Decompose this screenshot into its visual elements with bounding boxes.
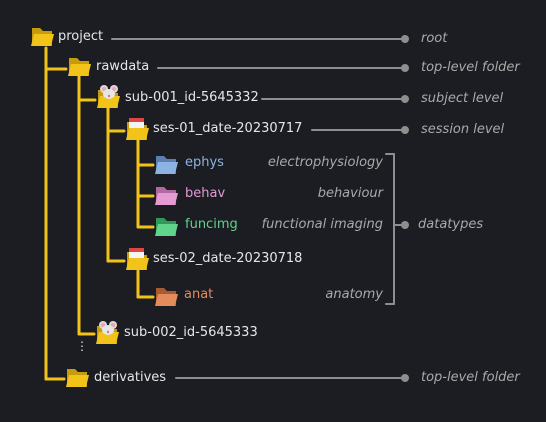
annotation-behav: behaviour bbox=[317, 186, 383, 201]
leader-dot-session-level bbox=[401, 126, 409, 134]
node-funcimg: funcimg bbox=[185, 217, 238, 232]
annotation-subject-level: subject level bbox=[421, 91, 504, 106]
node-ses-02: ses-02_date-20230718 bbox=[153, 251, 303, 266]
annotation-session-level: session level bbox=[421, 122, 505, 137]
annotation-anat: anatomy bbox=[325, 287, 383, 302]
ephys-folder-icon bbox=[155, 156, 178, 174]
node-behav: behav bbox=[185, 186, 226, 201]
project-folder-icon bbox=[31, 28, 54, 46]
node-ellipsis: ⋮ bbox=[76, 339, 88, 353]
ses-01-calendar-folder-icon bbox=[126, 118, 149, 140]
node-ses-01: ses-01_date-20230717 bbox=[153, 121, 303, 136]
annotation-funcimg: functional imaging bbox=[261, 217, 383, 232]
anat-folder-icon bbox=[155, 288, 178, 306]
derivatives-folder-icon bbox=[66, 369, 89, 387]
node-derivatives: derivatives bbox=[94, 370, 167, 385]
node-rawdata: rawdata bbox=[96, 59, 150, 74]
node-sub-002: sub-002_id-5645333 bbox=[124, 325, 258, 340]
annotation-top-level-derivatives: top-level folder bbox=[421, 370, 520, 385]
leader-dot-derivatives bbox=[401, 374, 409, 382]
sub-002-mouse-icon bbox=[96, 321, 119, 344]
annotation-top-level-rawdata: top-level folder bbox=[421, 60, 520, 75]
behav-folder-icon bbox=[155, 187, 178, 205]
annotation-ephys: electrophysiology bbox=[267, 155, 383, 170]
node-ephys: ephys bbox=[185, 155, 224, 170]
leader-dot-datatypes bbox=[401, 221, 409, 229]
leader-dot-top-level-rawdata bbox=[401, 64, 409, 72]
node-sub-001: sub-001_id-5645332 bbox=[125, 90, 259, 105]
rawdata-folder-icon bbox=[68, 58, 91, 76]
sub-001-mouse-icon bbox=[97, 85, 120, 108]
annotation-root: root bbox=[421, 31, 448, 46]
node-anat: anat bbox=[184, 287, 214, 302]
ses-02-calendar-folder-icon bbox=[126, 248, 149, 270]
annotation-datatypes: datatypes bbox=[418, 217, 484, 232]
leader-dot-subject-level bbox=[401, 95, 409, 103]
node-project: project bbox=[58, 29, 104, 44]
leader-dot-root bbox=[401, 35, 409, 43]
funcimg-folder-icon bbox=[155, 218, 178, 236]
